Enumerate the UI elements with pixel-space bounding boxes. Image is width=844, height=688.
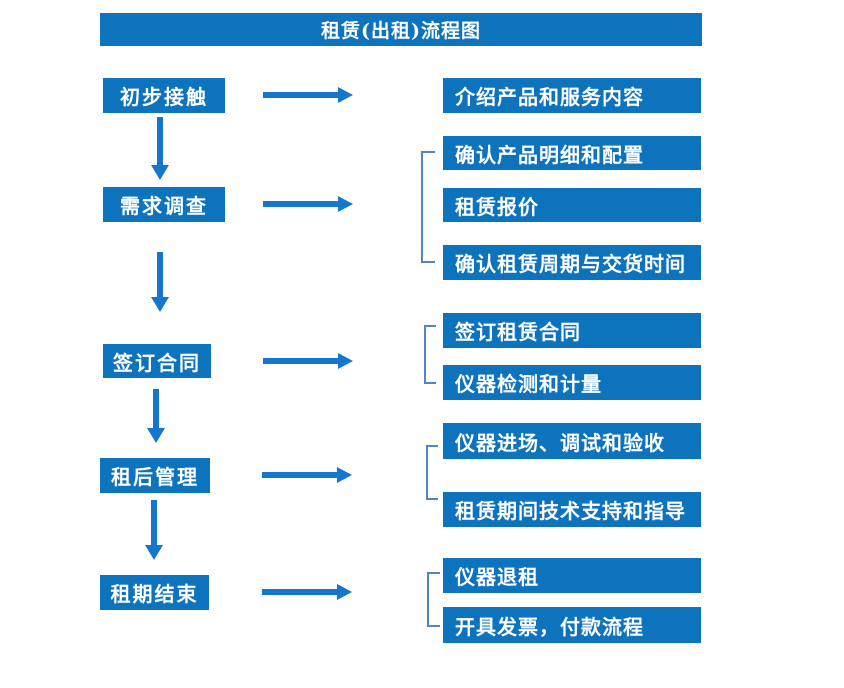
arrow-head bbox=[151, 297, 169, 312]
group-bracket-sign-contract bbox=[424, 325, 436, 384]
substep-box: 仪器进场、调试和验收 bbox=[443, 423, 701, 459]
substep-box: 确认租赁周期与交货时间 bbox=[443, 245, 701, 280]
down-arrow-icon bbox=[145, 500, 163, 560]
arrow-shaft bbox=[151, 500, 157, 545]
arrow-shaft bbox=[263, 92, 338, 98]
stage-box-post-rental-management: 租后管理 bbox=[100, 458, 210, 493]
substep-box: 租赁期间技术支持和指导 bbox=[443, 492, 701, 527]
arrow-shaft bbox=[263, 358, 338, 364]
substep-box: 仪器退租 bbox=[443, 558, 701, 593]
group-bracket-rental-end bbox=[427, 572, 440, 627]
arrow-shaft bbox=[262, 589, 337, 595]
arrow-head bbox=[147, 428, 165, 443]
down-arrow-icon bbox=[151, 117, 169, 180]
arrow-shaft bbox=[262, 472, 337, 478]
arrow-shaft bbox=[157, 117, 163, 165]
arrow-shaft bbox=[153, 389, 159, 428]
stage-box-initial-contact: 初步接触 bbox=[103, 78, 225, 113]
substep-box: 签订租赁合同 bbox=[443, 313, 701, 348]
arrow-shaft bbox=[157, 252, 163, 297]
right-arrow-icon bbox=[263, 87, 353, 103]
arrow-head bbox=[337, 584, 352, 600]
right-arrow-icon bbox=[262, 584, 352, 600]
substep-box: 租赁报价 bbox=[443, 188, 701, 222]
arrow-head bbox=[338, 353, 353, 369]
right-arrow-icon bbox=[263, 196, 353, 212]
arrow-head bbox=[338, 87, 353, 103]
right-arrow-icon bbox=[262, 467, 352, 483]
stage-box-sign-contract: 签订合同 bbox=[103, 344, 211, 378]
substep-box: 介绍产品和服务内容 bbox=[443, 78, 701, 113]
arrow-head bbox=[145, 545, 163, 560]
group-bracket-demand-survey bbox=[421, 151, 435, 263]
arrow-head bbox=[337, 467, 352, 483]
right-arrow-icon bbox=[263, 353, 353, 369]
group-bracket-post-rental-management bbox=[426, 445, 438, 500]
substep-box: 开具发票，付款流程 bbox=[443, 607, 701, 643]
stage-box-demand-survey: 需求调查 bbox=[103, 187, 225, 222]
stage-box-rental-end: 租期结束 bbox=[100, 575, 209, 610]
substep-box: 确认产品明细和配置 bbox=[443, 136, 701, 170]
arrow-head bbox=[338, 196, 353, 212]
flowchart-title: 租赁(出租)流程图 bbox=[100, 13, 702, 46]
arrow-head bbox=[151, 165, 169, 180]
down-arrow-icon bbox=[147, 389, 165, 443]
substep-box: 仪器检测和计量 bbox=[443, 365, 701, 400]
arrow-shaft bbox=[263, 201, 338, 207]
down-arrow-icon bbox=[151, 252, 169, 312]
